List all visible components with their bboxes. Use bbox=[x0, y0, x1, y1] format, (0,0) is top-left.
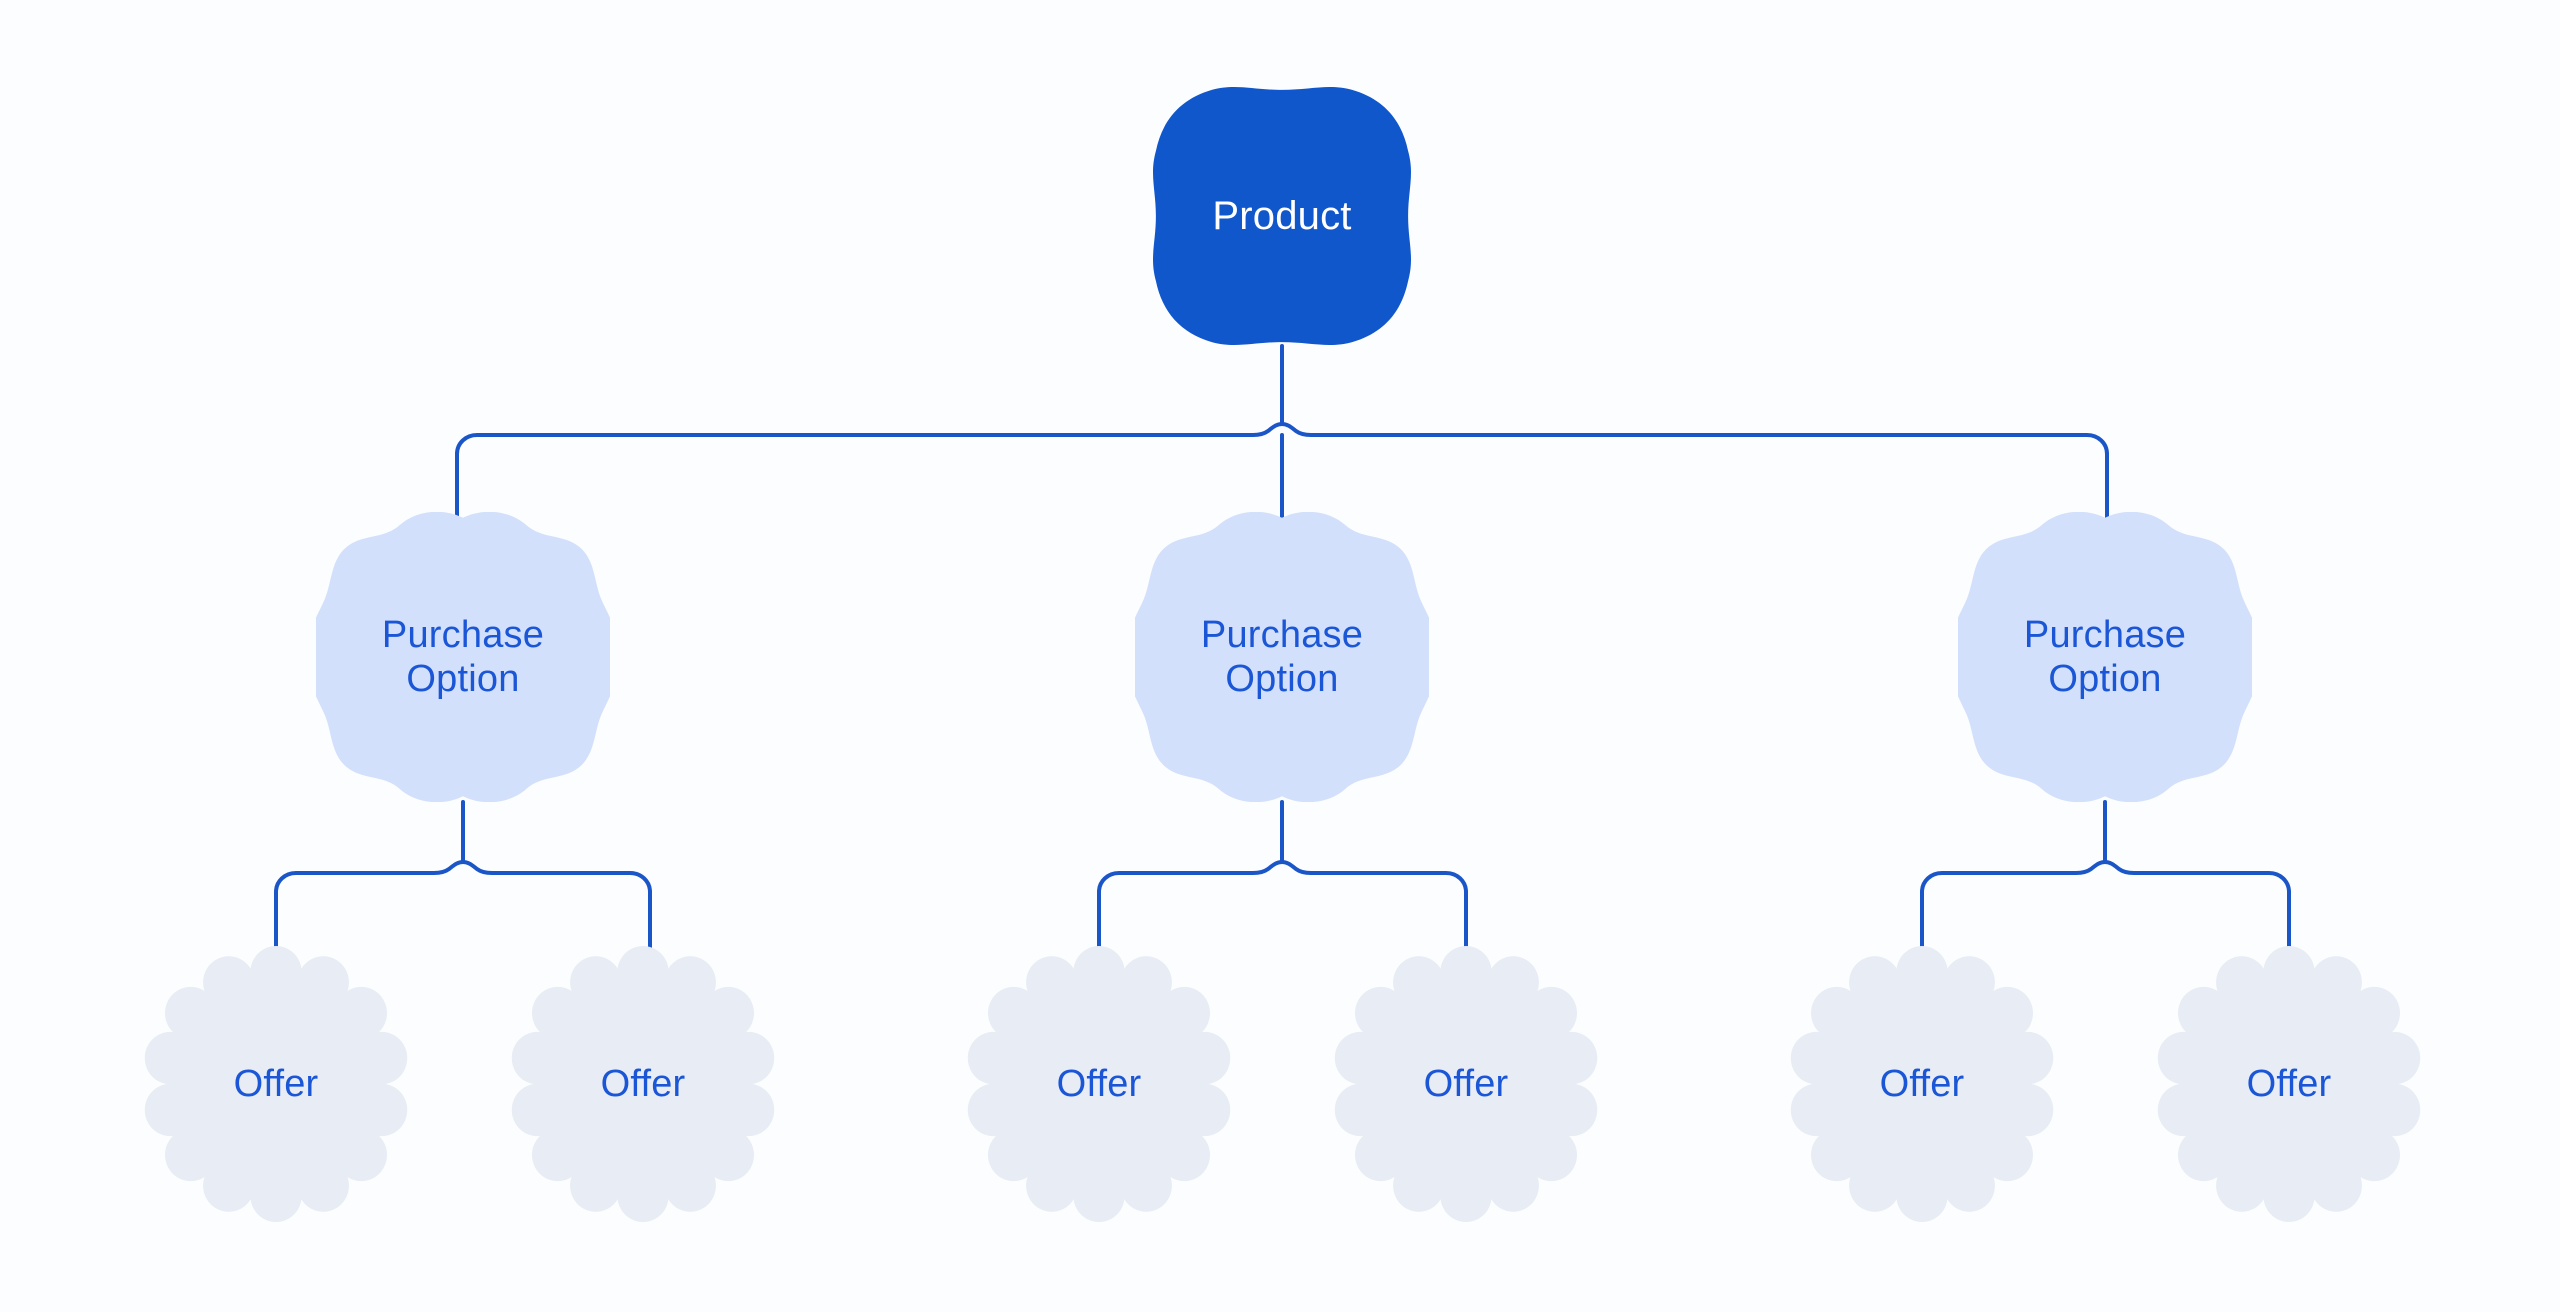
node-offer-2b[interactable]: Offer bbox=[1331, 946, 1601, 1222]
offer-blob-shape bbox=[1334, 946, 1598, 1222]
offer-blob-shape bbox=[144, 946, 408, 1222]
node-purchase-option-2-label: Purchase Option bbox=[1200, 613, 1364, 700]
node-offer-3a[interactable]: Offer bbox=[1787, 946, 2057, 1222]
node-offer-3b-label: Offer bbox=[2246, 1062, 2332, 1105]
node-offer-1b-label: Offer bbox=[600, 1062, 686, 1105]
purchase-option-blob-shape bbox=[1958, 512, 2252, 802]
node-offer-1a[interactable]: Offer bbox=[141, 946, 411, 1222]
node-offer-2b-label: Offer bbox=[1423, 1062, 1509, 1105]
purchase-option-blob-shape bbox=[316, 512, 610, 802]
node-offer-1a-label: Offer bbox=[233, 1062, 319, 1105]
node-product[interactable]: Product bbox=[1152, 86, 1412, 346]
node-offer-2a[interactable]: Offer bbox=[964, 946, 1234, 1222]
node-purchase-option-1[interactable]: Purchase Option bbox=[316, 512, 610, 802]
offer-blob-shape bbox=[1790, 946, 2054, 1222]
purchase-option-blob-shape bbox=[1135, 512, 1429, 802]
offer-blob-shape bbox=[967, 946, 1231, 1222]
node-purchase-option-3[interactable]: Purchase Option bbox=[1958, 512, 2252, 802]
node-offer-3b[interactable]: Offer bbox=[2154, 946, 2424, 1222]
node-purchase-option-3-label: Purchase Option bbox=[2023, 613, 2187, 700]
offer-blob-shape bbox=[511, 946, 775, 1222]
node-offer-2a-label: Offer bbox=[1056, 1062, 1142, 1105]
node-offer-1b[interactable]: Offer bbox=[508, 946, 778, 1222]
offer-blob-shape bbox=[2157, 946, 2421, 1222]
node-purchase-option-1-label: Purchase Option bbox=[381, 613, 545, 700]
node-product-label: Product bbox=[1212, 193, 1352, 238]
node-offer-3a-label: Offer bbox=[1879, 1062, 1965, 1105]
node-purchase-option-2[interactable]: Purchase Option bbox=[1135, 512, 1429, 802]
product-blob-shape bbox=[1153, 87, 1411, 345]
